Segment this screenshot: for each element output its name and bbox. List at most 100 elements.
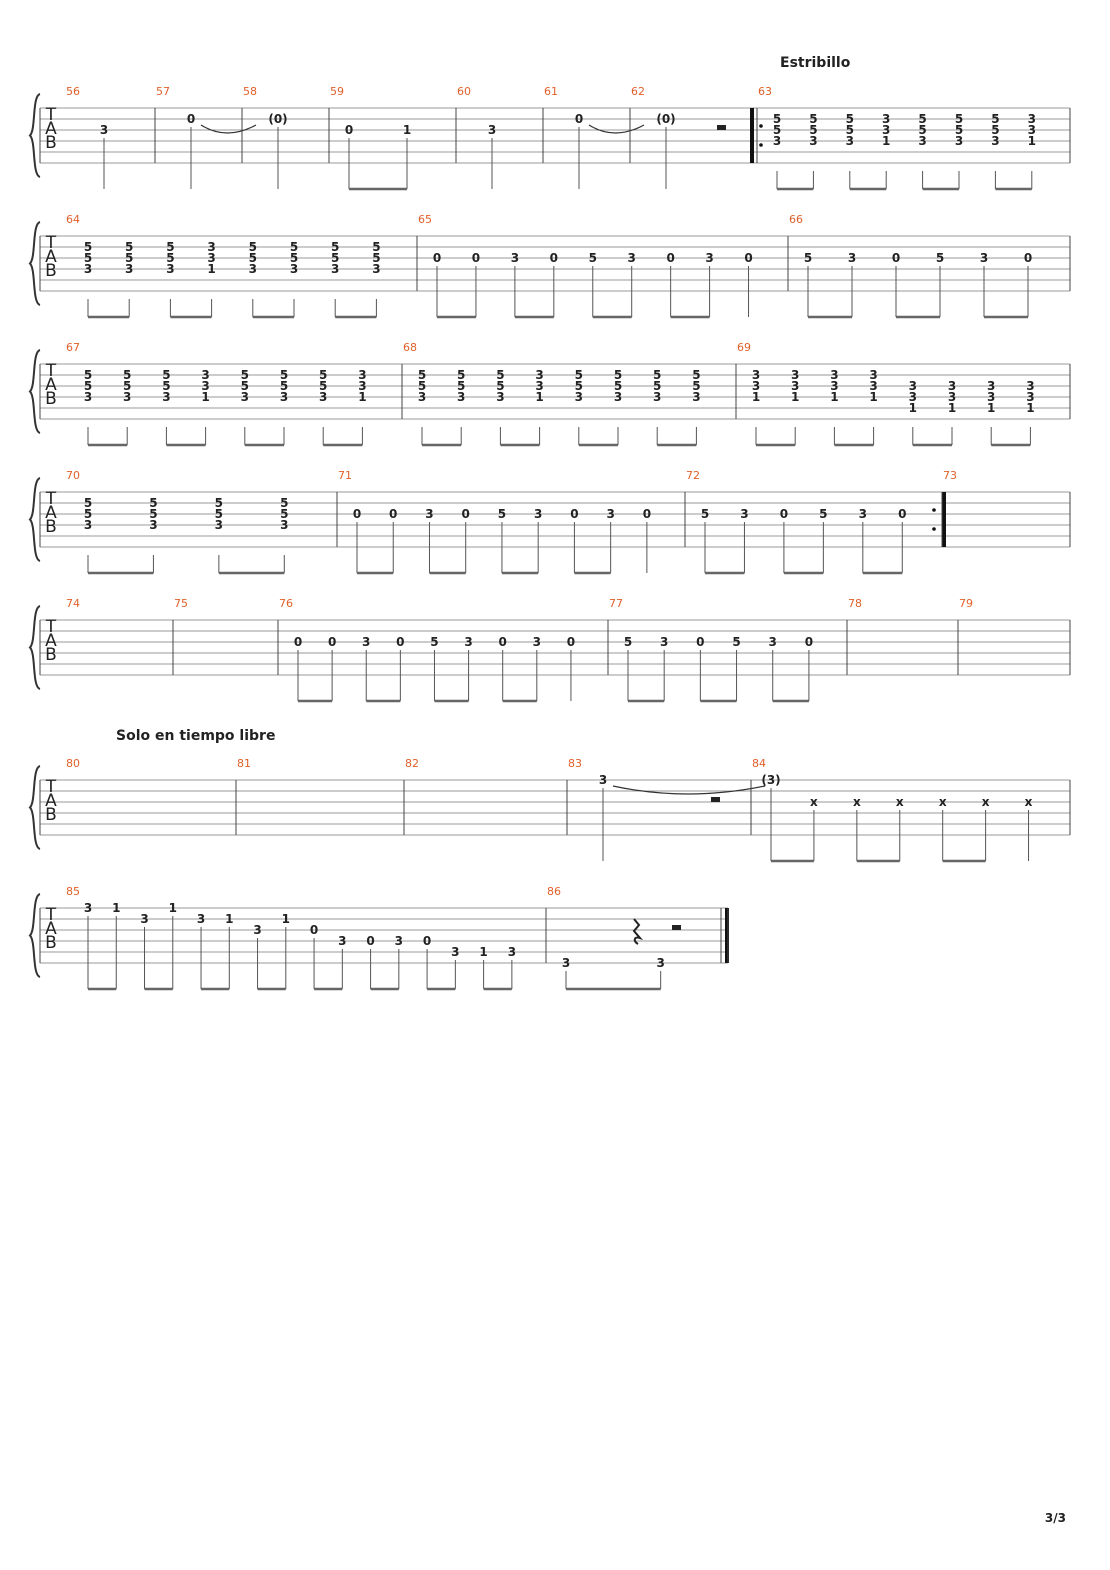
fret-number: 1 [948,401,956,415]
fret-number: 3 [372,262,380,276]
tab-clef-letter: B [45,933,57,953]
fret-number: 5 [84,251,92,265]
fret-number: 5 [215,507,223,521]
measure-number: 65 [418,213,432,226]
measure-number: 61 [544,85,558,98]
tab-clef-letter: B [45,645,57,665]
measure-number: 56 [66,85,80,98]
fret-number: 3 [848,251,856,265]
measure-number: 78 [848,597,862,610]
repeat-dot [759,143,763,147]
fret-number: 3 [1028,112,1036,126]
fret-number: 3 [100,123,108,137]
fret-number: 3 [535,379,543,393]
fret-number: 1 [403,123,411,137]
fret-number: 3 [980,251,988,265]
fret-number: 3 [534,507,542,521]
fret-number: 5 [457,379,465,393]
fret-number: 1 [830,390,838,404]
fret-number: 5 [773,112,781,126]
tab-clef-letter: T [45,105,57,125]
fret-number: 3 [241,390,249,404]
fret-number: 3 [987,390,995,404]
fret-number: 3 [533,635,541,649]
tab-clef-letter: T [45,489,57,509]
measure-number: 62 [631,85,645,98]
repeat-end-thick-bar [942,492,946,547]
fret-number: 3 [740,507,748,521]
tab-clef-letter: T [45,233,57,253]
tab-clef-letter: A [45,247,57,267]
fret-number: 3 [791,379,799,393]
fret-number: 5 [241,379,249,393]
system-brace [28,605,41,690]
fret-number: 5 [804,251,812,265]
fret-number: 3 [606,507,614,521]
fret-number: 5 [624,635,632,649]
fret-number: 3 [1028,123,1036,137]
measure-number: 81 [237,757,251,770]
fret-number: 5 [846,123,854,137]
tab-clef-letter: T [45,617,57,637]
fret-number: 0 [550,251,558,265]
fret-number: 5 [84,240,92,254]
tab-system: TAB6755355355333155355355333168553553553… [28,341,1071,447]
fret-number: 5 [249,251,257,265]
fret-number: 3 [692,390,700,404]
fret-number: 5 [991,123,999,137]
fret-number: 5 [575,379,583,393]
fret-number: 1 [282,912,290,926]
fret-number: 5 [653,368,661,382]
measure-number: 70 [66,469,80,482]
fret-number: 5 [123,379,131,393]
measure-number: 74 [66,597,80,610]
fret-number: 5 [773,123,781,137]
fret-number: 3 [338,934,346,948]
fret-number: 3 [614,390,622,404]
fret-number: 1 [358,390,366,404]
fret-number: 3 [201,379,209,393]
measure-number: 69 [737,341,751,354]
fret-number: 1 [112,901,120,915]
fret-number: 5 [457,368,465,382]
fret-number: 3 [869,368,877,382]
fret-number: 1 [225,912,233,926]
measure-number: 68 [403,341,417,354]
fret-number: 3 [123,390,131,404]
fret-number: 3 [425,507,433,521]
fret-number: 3 [84,518,92,532]
fret-number: 5 [418,368,426,382]
fret-number: 3 [653,390,661,404]
fret-number: 5 [819,507,827,521]
fret-number: 5 [653,379,661,393]
fret-number: 3 [84,901,92,915]
fret-number: 5 [280,507,288,521]
fret-number: 0 [462,507,470,521]
fret-number: 3 [207,251,215,265]
fret-number: 0 [396,635,404,649]
fret-number: 1 [479,945,487,959]
measure-number: 66 [789,213,803,226]
fret-number: 1 [1026,401,1034,415]
measure-number: 60 [457,85,471,98]
fret-number: 3 [358,379,366,393]
system-brace [28,221,41,306]
fret-number: 3 [987,379,995,393]
fret-number: (0) [656,112,675,126]
tab-clef-letter: T [45,905,57,925]
fret-number: 3 [84,390,92,404]
measure-number: 85 [66,885,80,898]
fret-number: 5 [846,112,854,126]
fret-number: 3 [773,134,781,148]
half-rest [711,797,720,802]
fret-number: 0 [294,635,302,649]
measure-number: 63 [758,85,772,98]
fret-number: 3 [488,123,496,137]
measure-number: 57 [156,85,170,98]
tab-clef-letter: B [45,133,57,153]
fret-number: 3 [331,262,339,276]
fret-number: 3 [201,368,209,382]
fret-number: 3 [1026,390,1034,404]
